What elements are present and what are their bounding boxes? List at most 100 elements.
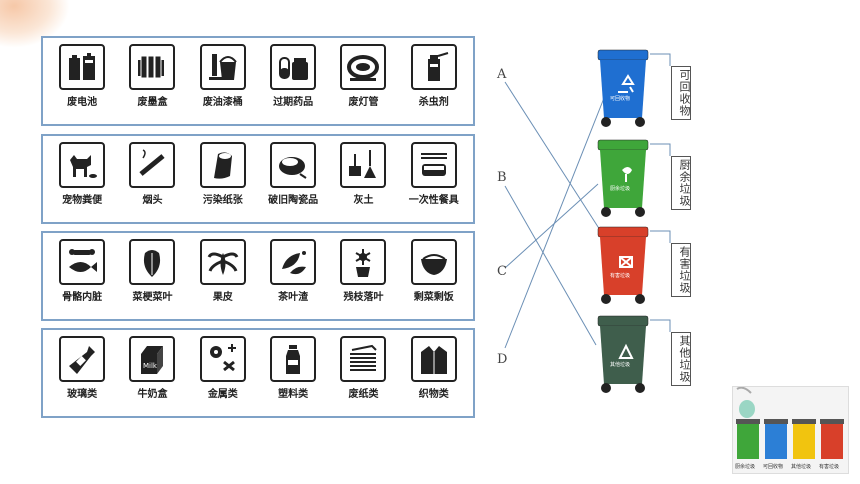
- group-recyclable: 玻璃类 Milk 牛奶盒 金属类 塑料类 废纸类 织物类: [41, 328, 475, 418]
- green-bag-icon: [739, 400, 755, 418]
- waste-item-label: 茶叶渣: [278, 292, 309, 303]
- tag-connector: [650, 53, 671, 66]
- mini-bin-label-0: 厨余垃圾: [735, 464, 756, 470]
- match-line-b: [504, 185, 597, 346]
- kitchen-waste-icon: [622, 167, 632, 182]
- waste-item-label: 破旧陶瓷品: [268, 195, 319, 206]
- mini-bin-label-1: 可回收物: [763, 464, 784, 470]
- waste-item-label: 骨骼内脏: [62, 292, 103, 303]
- waste-item: 宠物粪便: [52, 142, 112, 206]
- dustpan-broom-icon: [340, 142, 387, 188]
- bin-caption: 其他垃圾: [610, 362, 631, 368]
- bin-tag: 其他垃圾: [671, 332, 691, 386]
- waste-item-label: 废纸类: [348, 389, 379, 400]
- bins-thumbnail: 厨余垃圾 可回收物 其他垃圾 有害垃圾: [732, 386, 849, 474]
- group-other: 宠物粪便 烟头 污染纸张破旧陶瓷品 灰土 一次性餐具: [41, 134, 475, 224]
- waste-item: 果皮: [193, 239, 253, 303]
- paint-bucket-icon: [199, 44, 246, 90]
- trash-bin: 其他垃圾: [596, 314, 650, 394]
- waste-item-label: 烟头: [142, 195, 163, 206]
- potted-plant-icon: [340, 239, 387, 285]
- waste-item: 菜梗菜叶: [122, 239, 182, 303]
- waste-item-label: 一次性餐具: [408, 195, 459, 206]
- letter-a: A: [497, 67, 507, 82]
- waste-item-label: 果皮: [212, 292, 233, 303]
- waste-item: 茶叶渣: [263, 239, 323, 303]
- plastic-bottle-icon: [270, 336, 317, 382]
- bin-caption: 有害垃圾: [610, 273, 631, 279]
- waste-item-label: 金属类: [207, 389, 238, 400]
- match-line-c: [504, 183, 599, 269]
- waste-item: 废墨盒: [122, 44, 182, 108]
- mini-bin: [737, 423, 759, 459]
- lamp-tube-icon: [340, 44, 387, 90]
- waste-item-label: 废灯管: [348, 97, 379, 108]
- other-waste-icon: [618, 343, 634, 359]
- waste-item-label: 菜梗菜叶: [132, 292, 173, 303]
- waste-item-label: 宠物粪便: [62, 195, 103, 206]
- waste-item-label: 灰土: [353, 195, 374, 206]
- waste-item: 废纸类: [333, 336, 393, 400]
- mini-bin-lid: [736, 419, 760, 424]
- broken-ceramic-icon: [270, 142, 317, 188]
- bin-caption: 厨余垃圾: [610, 186, 631, 192]
- waste-item-label: 织物类: [418, 389, 449, 400]
- tag-connector: [650, 319, 671, 332]
- waste-item: 废油漆桶: [193, 44, 253, 108]
- waste-item-label: 塑料类: [278, 389, 309, 400]
- cigarette-icon: [129, 142, 176, 188]
- tag-connector: [650, 143, 671, 156]
- insecticide-icon: [410, 44, 457, 90]
- waste-item: 残枝落叶: [333, 239, 393, 303]
- waste-item-label: 废电池: [67, 97, 98, 108]
- waste-item: 金属类: [193, 336, 253, 400]
- waste-item: 骨骼内脏: [52, 239, 112, 303]
- glass-bottle-icon: [59, 336, 106, 382]
- trash-bin: 有害垃圾: [596, 225, 650, 305]
- waste-item: 破旧陶瓷品: [263, 142, 323, 206]
- mini-bin-label-2: 其他垃圾: [791, 464, 812, 470]
- waste-item: 烟头: [122, 142, 182, 206]
- waste-item: 灰土: [333, 142, 393, 206]
- battery-icon: [59, 44, 106, 90]
- waste-item: 剩菜剩饭: [404, 239, 464, 303]
- clothing-icon: [410, 336, 457, 382]
- mini-bin-lid: [764, 419, 788, 424]
- tissue-roll-icon: [199, 142, 246, 188]
- waste-item-label: 杀虫剂: [418, 97, 449, 108]
- waste-item-label: 残枝落叶: [343, 292, 384, 303]
- recycle-icon: [618, 74, 635, 93]
- disposable-tableware-icon: [410, 142, 457, 188]
- medicine-icon: [270, 44, 317, 90]
- waste-item-label: 废油漆桶: [202, 97, 243, 108]
- svg-text:Milk: Milk: [143, 362, 158, 370]
- mini-bin-lid: [820, 419, 844, 424]
- leftover-bowl-icon: [410, 239, 457, 285]
- waste-item-label: 剩菜剩饭: [413, 292, 454, 303]
- ink-cartridge-icon: [129, 44, 176, 90]
- pet-waste-icon: [59, 142, 106, 188]
- waste-item: 过期药品: [263, 44, 323, 108]
- bin-tag: 有害垃圾: [671, 243, 691, 297]
- waste-item: 玻璃类: [52, 336, 112, 400]
- waste-item-label: 牛奶盒: [137, 389, 168, 400]
- fruit-peel-icon: [199, 239, 246, 285]
- mini-bin-lid: [792, 419, 816, 424]
- match-line-d: [504, 97, 605, 349]
- tea-leaves-icon: [270, 239, 317, 285]
- waste-item-label: 玻璃类: [67, 389, 98, 400]
- bin-tag: 厨余垃圾: [671, 156, 691, 210]
- trash-bin: 可回收物: [596, 48, 650, 128]
- trash-bin: 厨余垃圾: [596, 138, 650, 218]
- waste-item-label: 过期药品: [273, 97, 314, 108]
- match-line-a: [504, 81, 601, 231]
- bone-fish-icon: [59, 239, 106, 285]
- mini-bin: [765, 423, 787, 459]
- group-harmful: 废电池 废墨盒废油漆桶 过期药品 废灯管 杀虫剂: [41, 36, 475, 126]
- waste-item: 污染纸张: [193, 142, 253, 206]
- group-kitchen: 骨骼内脏 菜梗菜叶 果皮 茶叶渣 残枝落叶 剩菜剩饭: [41, 231, 475, 321]
- bin-caption: 可回收物: [610, 96, 631, 102]
- letter-b: B: [497, 170, 507, 185]
- mini-bin: [821, 423, 843, 459]
